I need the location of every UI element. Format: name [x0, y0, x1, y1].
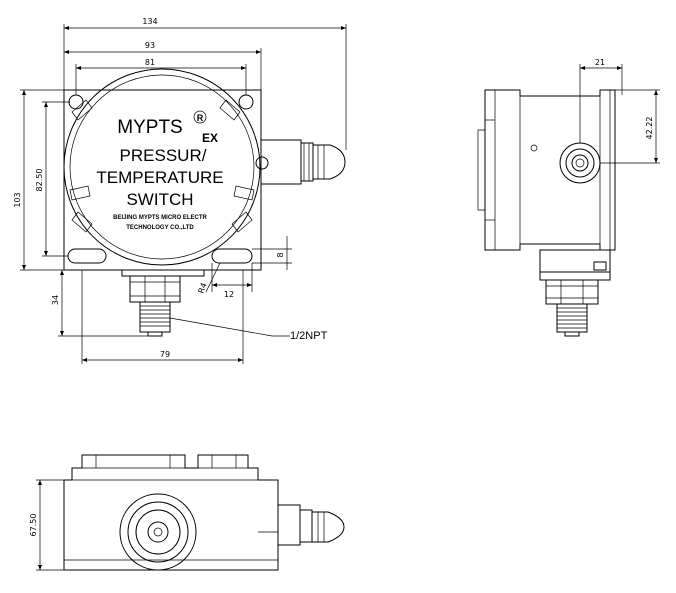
grounding-screw	[255, 156, 269, 170]
dim-overall-height: 103	[13, 192, 22, 207]
gland-end-core	[575, 158, 585, 168]
side-screw	[530, 144, 538, 152]
front-dimensions	[20, 24, 347, 364]
port-ring	[127, 501, 189, 563]
registered-circle	[193, 110, 207, 124]
gland-end-inner	[571, 154, 589, 172]
dim-side-height: 42.22	[645, 117, 654, 140]
fitting-thread	[139, 301, 171, 333]
company-line-2: TECHNOLOGY CO.,LTD	[126, 225, 194, 231]
port-core	[153, 527, 163, 537]
dim-body-width: 93	[145, 41, 155, 50]
title-line-1: PRESSUR/	[120, 146, 207, 165]
company-line-1: BEIJING MYPTS MICRO ELECTR	[113, 215, 207, 221]
dim-bottom-depth: 67.50	[29, 514, 38, 537]
dim-hole-height: 82.50	[35, 169, 44, 192]
side-fitting-port	[564, 331, 580, 337]
brand-label: MYPTS	[117, 117, 182, 138]
lid-lugs	[69, 99, 255, 233]
side-fitting-tab	[593, 261, 607, 271]
dim-radius: R4	[197, 282, 209, 295]
gland-nut	[300, 142, 314, 182]
port-hex	[135, 509, 181, 555]
mount-hole-top-left	[68, 94, 84, 110]
side-dimensions	[579, 64, 660, 164]
thread-label: 1/2NPT	[290, 330, 328, 342]
ex-mark: EX	[202, 131, 218, 145]
port-outer	[119, 493, 197, 571]
fitting-boss	[121, 269, 205, 277]
dim-slot-width: 8	[276, 252, 285, 257]
gland-cap	[312, 144, 346, 180]
gland-body	[260, 139, 302, 185]
mount-slot-bottom-left	[67, 248, 107, 264]
bottom-gland-nut	[299, 509, 313, 543]
pressure-fitting	[121, 269, 205, 337]
dim-slot-offset: 12	[224, 290, 234, 299]
cable-gland	[260, 139, 346, 185]
title-line-2: TEMPERATURE	[96, 168, 223, 187]
cover-lid	[63, 68, 261, 266]
side-view: 21 42.22	[477, 58, 660, 337]
bottom-view: 67.50	[29, 454, 345, 571]
dim-base-width: 79	[160, 350, 170, 359]
dim-hole-spacing: 81	[145, 58, 155, 67]
registered-mark: R	[197, 113, 204, 123]
side-fitting-boss	[539, 249, 611, 273]
dim-fitting-length: 34	[51, 295, 60, 305]
gland-end-mid	[565, 148, 595, 178]
side-fitting-hex	[545, 279, 599, 305]
bottom-gland-cap	[311, 511, 345, 543]
side-dimension-arrows	[580, 66, 658, 163]
dim-side-top: 21	[595, 58, 605, 67]
dim-overall-width: 134	[142, 17, 157, 26]
port-bore	[147, 521, 169, 543]
title-line-3: SWITCH	[126, 190, 193, 209]
fitting-hex	[129, 275, 181, 303]
cover-lid-inner	[69, 74, 255, 260]
mount-slot-bottom-right	[211, 248, 253, 264]
bottom-body	[63, 454, 279, 571]
mount-hole-top-right	[238, 94, 254, 110]
bottom-gland-body	[277, 504, 301, 546]
bottom-dimensions	[36, 479, 64, 571]
fitting-port	[147, 331, 163, 337]
side-body	[484, 89, 616, 251]
front-view: MYPTS R EX PRESSUR/ TEMPERATURE SWITCH B…	[13, 17, 347, 364]
side-fitting-base	[539, 271, 611, 281]
